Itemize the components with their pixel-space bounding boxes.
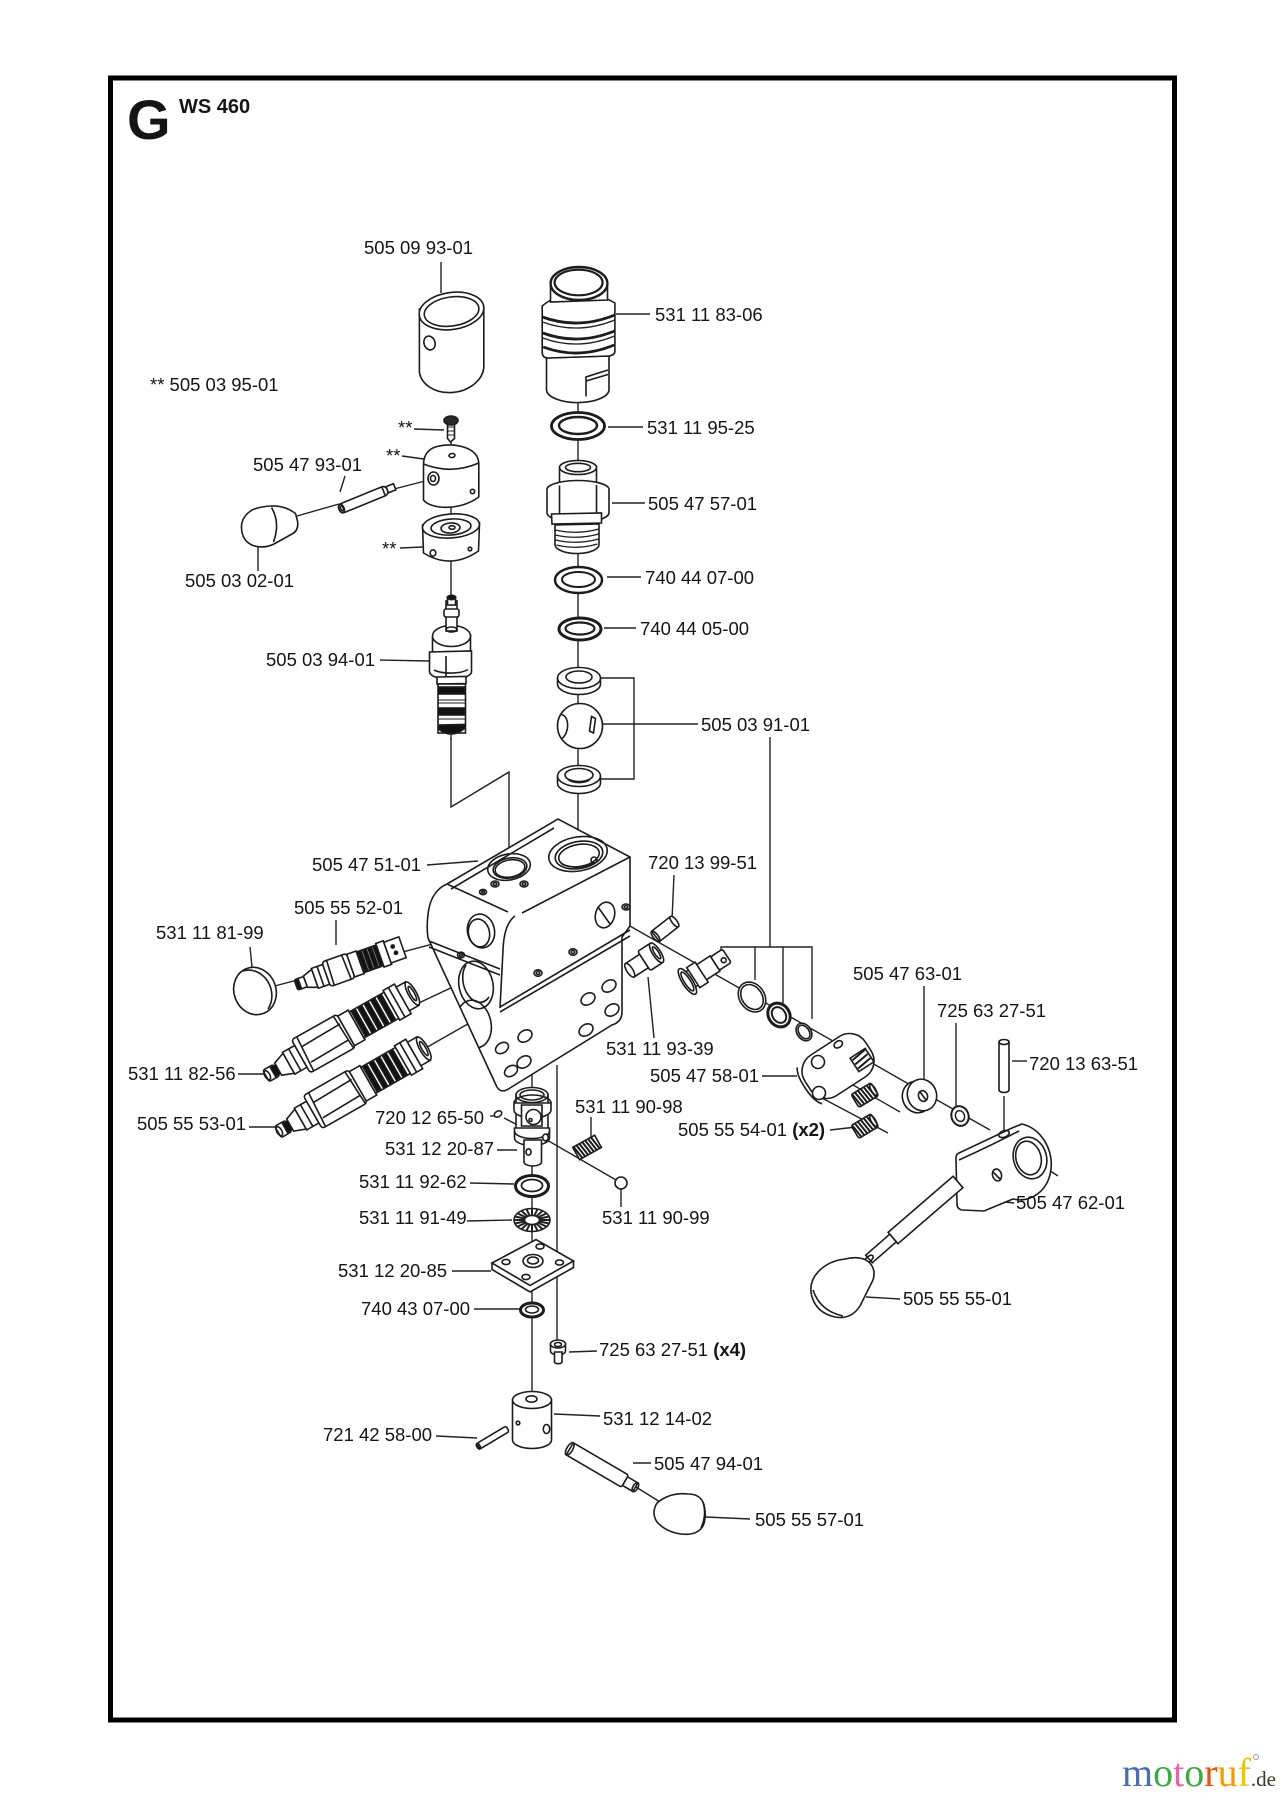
svg-text:505 47 63-01: 505 47 63-01: [853, 963, 962, 984]
svg-text:531 11 91-49: 531 11 91-49: [359, 1207, 467, 1228]
svg-text:531 11 83-06: 531 11 83-06: [655, 304, 763, 325]
svg-text:505 03 02-01: 505 03 02-01: [185, 570, 294, 591]
svg-text:505 09 93-01: 505 09 93-01: [364, 237, 473, 258]
svg-text:531 11 82-56: 531 11 82-56: [128, 1063, 236, 1084]
svg-text:**: **: [386, 445, 400, 466]
svg-text:531 11 81-99: 531 11 81-99: [156, 922, 264, 943]
svg-text:531 11 92-62: 531 11 92-62: [359, 1171, 467, 1192]
svg-text:505 55 53-01: 505 55 53-01: [137, 1113, 246, 1134]
svg-text:531 12 14-02: 531 12 14-02: [603, 1408, 712, 1429]
svg-text:505 03 94-01: 505 03 94-01: [266, 649, 375, 670]
svg-text:531 11 95-25: 531 11 95-25: [647, 417, 755, 438]
svg-text:**: **: [382, 538, 396, 559]
svg-text:531 11 90-99: 531 11 90-99: [602, 1207, 710, 1228]
svg-text:531 12 20-87: 531 12 20-87: [385, 1138, 494, 1159]
svg-text:** 505 03 95-01: ** 505 03 95-01: [150, 374, 279, 395]
svg-text:WS 460: WS 460: [179, 96, 250, 118]
svg-text:505 47 57-01: 505 47 57-01: [648, 493, 757, 514]
svg-text:725 63 27-51 (x4): 725 63 27-51 (x4): [599, 1339, 746, 1360]
svg-text:740 43 07-00: 740 43 07-00: [361, 1298, 470, 1319]
svg-text:531 12 20-85: 531 12 20-85: [338, 1260, 447, 1281]
svg-text:721 42 58-00: 721 42 58-00: [323, 1424, 432, 1445]
svg-text:505 03 91-01: 505 03 91-01: [701, 714, 810, 735]
svg-text:531 11 93-39: 531 11 93-39: [606, 1038, 714, 1059]
svg-text:740 44 07-00: 740 44 07-00: [645, 567, 754, 588]
svg-text:505 47 93-01: 505 47 93-01: [253, 454, 362, 475]
svg-text:505 55 54-01 (x2): 505 55 54-01 (x2): [678, 1119, 825, 1140]
svg-text:720 13 99-51: 720 13 99-51: [648, 852, 757, 873]
svg-text:505 55 57-01: 505 55 57-01: [755, 1509, 864, 1530]
svg-text:505 55 55-01: 505 55 55-01: [903, 1288, 1012, 1309]
svg-text:720 13 63-51: 720 13 63-51: [1029, 1053, 1138, 1074]
svg-text:**: **: [398, 417, 412, 438]
svg-text:505 47 58-01: 505 47 58-01: [650, 1065, 759, 1086]
svg-text:G: G: [127, 88, 171, 151]
svg-text:725 63 27-51: 725 63 27-51: [937, 1000, 1046, 1021]
svg-text:505 47 62-01: 505 47 62-01: [1016, 1192, 1125, 1213]
svg-text:531 11 90-98: 531 11 90-98: [575, 1096, 683, 1117]
svg-text:505 55 52-01: 505 55 52-01: [294, 897, 403, 918]
svg-text:740 44 05-00: 740 44 05-00: [640, 618, 749, 639]
svg-text:720 12 65-50: 720 12 65-50: [375, 1107, 484, 1128]
svg-text:motoruf.de: motoruf.de: [1122, 1750, 1276, 1795]
svg-text:505 47 51-01: 505 47 51-01: [312, 854, 421, 875]
svg-text:505 47 94-01: 505 47 94-01: [654, 1453, 763, 1474]
